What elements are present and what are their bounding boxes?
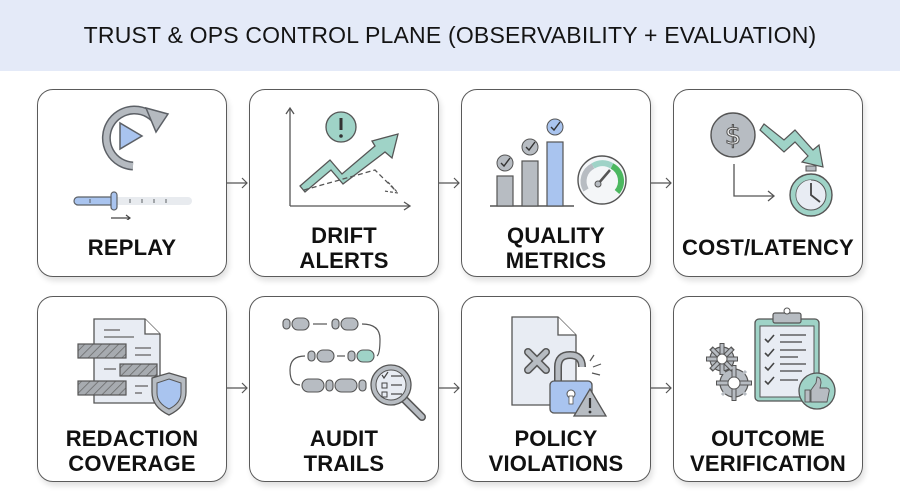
page-title: TRUST & OPS CONTROL PLANE (OBSERVABILITY… <box>83 22 817 48</box>
unlocked-violation-icon <box>511 316 608 417</box>
label-line: DRIFT <box>311 223 377 248</box>
card-label: OUTCOME VERIFICATION <box>674 426 862 476</box>
quality-metrics-icon <box>490 118 627 207</box>
arrow-connector <box>227 177 248 189</box>
label-line: AUDIT <box>309 426 379 451</box>
replay-icon <box>73 105 192 220</box>
label-line: QUALITY <box>507 223 605 248</box>
card-label: REDACTION COVERAGE <box>38 426 226 476</box>
card-label: DRIFT ALERTS <box>250 223 438 273</box>
footsteps-magnifier-icon <box>282 317 426 421</box>
card-label: QUALITY METRICS <box>462 223 650 273</box>
card-label: COST/LATENCY <box>674 235 862 260</box>
card-audit-trails: AUDIT TRAILS <box>249 296 439 482</box>
label-line: TRAILS <box>303 451 385 476</box>
redacted-document-icon <box>77 318 187 416</box>
label-line: COVERAGE <box>68 451 196 476</box>
card-label: REPLAY <box>38 235 226 260</box>
label-line: REPLAY <box>87 235 177 260</box>
card-replay: REPLAY <box>37 89 227 277</box>
cost-latency-icon: $ <box>710 112 833 217</box>
label-line: ALERTS <box>299 248 389 273</box>
arrow-connector <box>439 177 460 189</box>
arrow-connector <box>227 382 248 394</box>
card-quality-metrics: QUALITY METRICS <box>461 89 651 277</box>
drift-chart-icon <box>285 106 412 211</box>
card-outcome-verification: OUTCOME VERIFICATION <box>673 296 863 482</box>
arrow-connector <box>651 382 672 394</box>
card-drift-alerts: DRIFT ALERTS <box>249 89 439 277</box>
clipboard-thumbs-up-icon <box>706 307 836 410</box>
label-line: METRICS <box>505 248 607 273</box>
label-line: POLICY <box>514 426 598 451</box>
label-line: OUTCOME <box>711 426 825 451</box>
label-line: COST/LATENCY <box>682 235 854 260</box>
card-cost-latency: $ COST/LATENCY <box>673 89 863 277</box>
arrow-connector <box>439 382 460 394</box>
card-label: AUDIT TRAILS <box>250 426 438 476</box>
title-banner: TRUST & OPS CONTROL PLANE (OBSERVABILITY… <box>0 0 900 71</box>
card-label: POLICY VIOLATIONS <box>462 426 650 476</box>
label-line: VERIFICATION <box>690 451 846 476</box>
card-redaction-coverage: REDACTION COVERAGE <box>37 296 227 482</box>
card-policy-violations: POLICY VIOLATIONS <box>461 296 651 482</box>
label-line: VIOLATIONS <box>488 451 624 476</box>
arrow-connector <box>651 177 672 189</box>
svg-text:$: $ <box>725 121 742 151</box>
label-line: REDACTION <box>65 426 199 451</box>
